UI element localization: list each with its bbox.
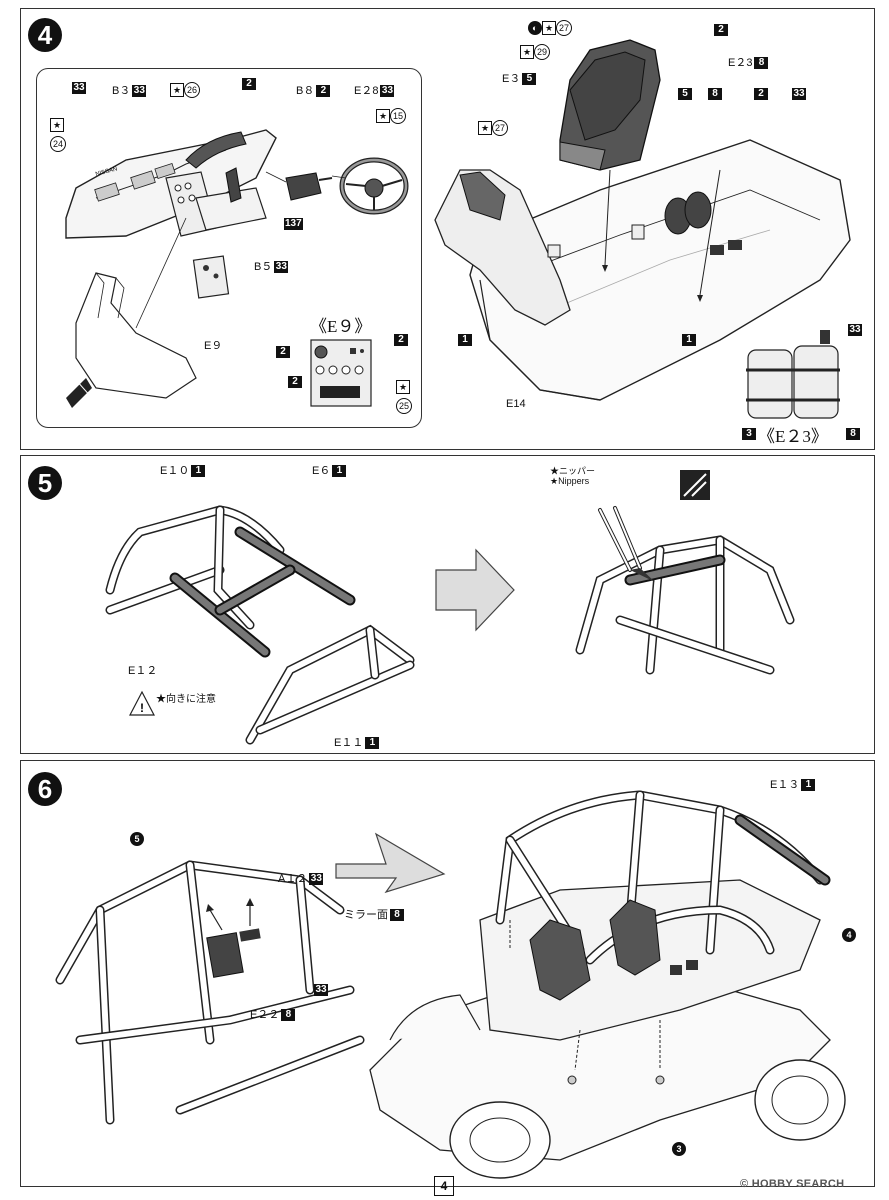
seat-paint-27-top: ◐★27 <box>528 20 572 36</box>
e23-paint-3: 3 <box>740 428 756 441</box>
warning-text: ★向きに注意 <box>156 694 216 705</box>
nippers-jp-label: ★ニッパー <box>550 466 596 476</box>
step-5-number: 5 <box>28 466 62 500</box>
paint-8: 8 <box>706 88 722 101</box>
roll-cage-front-illustration: ! <box>105 505 415 745</box>
svg-text:!: ! <box>140 701 144 715</box>
paint-137-label: 137 <box>284 218 303 231</box>
step-6-number: 6 <box>28 772 62 806</box>
dashboard-illustration: NISSAN <box>65 129 409 408</box>
nippers-en-label: ★Nippers <box>550 476 590 486</box>
e12-part-label: E１２ <box>128 665 158 677</box>
e9-paint-2b: 2 <box>392 334 408 347</box>
seat-paint-27: ★27 <box>478 120 508 136</box>
e9-paint-2c: 2 <box>286 376 302 389</box>
e9-star-25: ★25 <box>396 380 412 414</box>
e9-detail-illustration <box>310 339 372 407</box>
page-number: 4 <box>434 1176 454 1196</box>
step-6-arrow-icon <box>335 832 446 894</box>
paint-2-right: 2 <box>712 24 728 37</box>
seat-paint-29: ★29 <box>520 44 550 60</box>
star-24-label: ★24 <box>50 118 66 152</box>
star-26-label: ★26 <box>170 82 200 98</box>
ref-4-label: 4 <box>842 928 856 942</box>
e14-part-label: E14 <box>506 398 526 410</box>
paint-33-step6: 33 <box>314 984 328 997</box>
step-5-arrow-icon <box>435 548 515 632</box>
ref-3-label: 3 <box>672 1142 686 1156</box>
svg-text:NISSAN: NISSAN <box>95 166 118 178</box>
body-tub-illustration <box>434 39 851 419</box>
step-4-number: 4 <box>28 18 62 52</box>
car-assembly-illustration <box>369 790 846 1179</box>
step-4-inset-box <box>36 68 422 428</box>
paint-33-right: 33 <box>792 88 806 101</box>
e23-detail-title: 《E２3》 <box>758 427 828 446</box>
watermark: © HOBBY SEARCH <box>740 1178 845 1190</box>
e9-detail-title: 《E９》 <box>310 317 372 336</box>
e9-part-label: E９ <box>204 340 223 352</box>
paint-1-left: 1 <box>456 334 472 347</box>
paint-33-label: 33 <box>72 82 86 95</box>
e23-paint-33: 33 <box>848 324 862 337</box>
paint-5: 5 <box>676 88 692 101</box>
roll-cage-cut-illustration <box>575 470 795 675</box>
e23-paint-8: 8 <box>844 428 860 441</box>
paint-2-top-label: 2 <box>240 78 256 91</box>
paint-2-b: 2 <box>752 88 768 101</box>
roll-cage-mirror-illustration <box>55 860 365 1125</box>
paint-1-right: 1 <box>680 334 696 347</box>
star-15-label: ★15 <box>376 108 406 124</box>
ref-5-label: 5 <box>130 832 144 846</box>
e9-paint-2a: 2 <box>274 346 290 359</box>
